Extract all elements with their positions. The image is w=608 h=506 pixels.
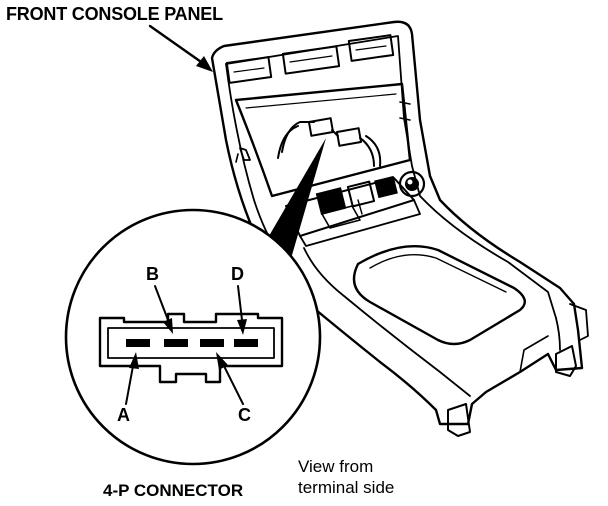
view-note-line2: terminal side <box>298 478 395 497</box>
pin-label-b: B <box>146 264 159 284</box>
view-note: View from terminal side <box>298 456 394 498</box>
pin-d-arrow <box>237 285 247 335</box>
pin-label-a: A <box>117 405 130 425</box>
console-panel <box>210 20 589 437</box>
pin-b-arrow <box>154 285 173 334</box>
terminal-c <box>200 339 224 347</box>
front-console-panel-label: FRONT CONSOLE PANEL <box>6 4 223 24</box>
title-leader-arrow <box>148 24 213 72</box>
connector-magnifier <box>64 208 322 466</box>
pin-c-arrow <box>216 352 244 405</box>
pin-a-arrow <box>125 352 139 405</box>
terminal-d <box>234 339 258 347</box>
view-note-line1: View from <box>298 457 374 476</box>
terminal-a <box>126 339 150 347</box>
pin-label-d: D <box>231 264 244 284</box>
pin-label-c: C <box>238 405 251 425</box>
terminal-b <box>164 339 188 347</box>
connector-name-label: 4-P CONNECTOR <box>103 481 244 500</box>
callout-pointer <box>262 138 326 262</box>
